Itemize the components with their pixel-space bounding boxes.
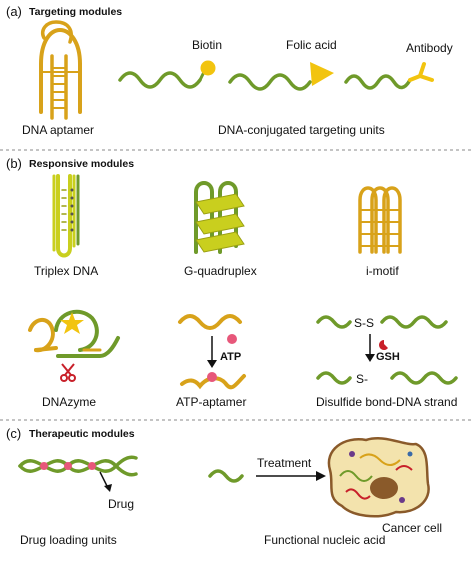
antibody-icon (408, 62, 434, 82)
drug-label: Drug (108, 497, 134, 511)
atp-tag: ATP (220, 351, 241, 363)
folic-acid-icon (310, 62, 334, 86)
biotin-label: Biotin (192, 38, 222, 52)
functional-na-strand-icon (208, 469, 244, 483)
section-c-letter: (c) (6, 426, 21, 441)
atp-strand-top-icon (178, 314, 242, 330)
i-motif-icon (358, 186, 402, 254)
drug-arrow-head-icon (104, 484, 112, 492)
section-a-title: Targeting modules (29, 6, 122, 18)
disulfide-right-strand-icon (380, 315, 448, 329)
section-c-title: Therapeutic modules (29, 428, 135, 440)
gsh-tag: GSH (376, 351, 400, 363)
cancer-cell-icon (327, 437, 430, 518)
cleaved-strand-icon (316, 371, 352, 385)
dnazyme-label: DNAzyme (42, 395, 96, 409)
dnazyme-icon (28, 309, 120, 358)
drug-loading-label: Drug loading units (20, 533, 117, 547)
treatment-arrow-head-icon (316, 471, 326, 481)
triplex-dna-label: Triplex DNA (34, 264, 98, 278)
folic-strand-icon (228, 73, 312, 91)
cancer-cell-label: Cancer cell (382, 521, 442, 535)
g-quartet-icon (195, 193, 245, 253)
functional-na-label: Functional nucleic acid (264, 533, 385, 547)
triplex-dna-icon (52, 174, 80, 258)
disulfide-ss-text: S-S (354, 316, 374, 330)
biotin-icon (200, 60, 216, 76)
targeting-units-label: DNA-conjugated targeting units (218, 123, 385, 137)
gsh-arrow-head-icon (365, 354, 375, 362)
i-motif-label: i-motif (366, 264, 399, 278)
atp-bound-icon (207, 372, 217, 382)
gsh-pacman-icon (379, 340, 388, 350)
i-motif-rungs-icon (360, 209, 400, 247)
g-quadruplex-label: G-quadruplex (184, 264, 257, 278)
disulfide-left-strand-icon (316, 315, 352, 329)
released-strand-icon (390, 371, 458, 385)
scissors-icon (60, 363, 76, 382)
treatment-label: Treatment (257, 456, 312, 470)
dna-aptamer-label: DNA aptamer (22, 123, 94, 137)
antibody-label: Antibody (406, 41, 453, 55)
folic-acid-label: Folic acid (286, 38, 337, 52)
section-a-letter: (a) (6, 4, 22, 19)
dnazyme-star-icon (60, 312, 84, 334)
drug-loading-helix-icon (18, 455, 138, 477)
triplex-dots-icon (70, 188, 74, 232)
thiol-text: S- (356, 372, 368, 386)
atp-arrow-head-icon (207, 360, 217, 368)
atp-molecule-icon (227, 334, 237, 344)
biotin-strand-icon (118, 71, 202, 89)
dna-aptamer-icon (39, 27, 82, 114)
antibody-strand-icon (344, 74, 412, 90)
g-quadruplex-icon (194, 181, 238, 254)
aptamer-stem-icon (41, 20, 73, 120)
drug-molecules-icon (40, 462, 96, 470)
section-b-letter: (b) (6, 156, 22, 171)
disulfide-label: Disulfide bond-DNA strand (316, 395, 457, 409)
aptamer-ladder-icon (52, 67, 66, 109)
section-b-title: Responsive modules (29, 158, 134, 170)
atp-aptamer-label: ATP-aptamer (176, 395, 246, 409)
